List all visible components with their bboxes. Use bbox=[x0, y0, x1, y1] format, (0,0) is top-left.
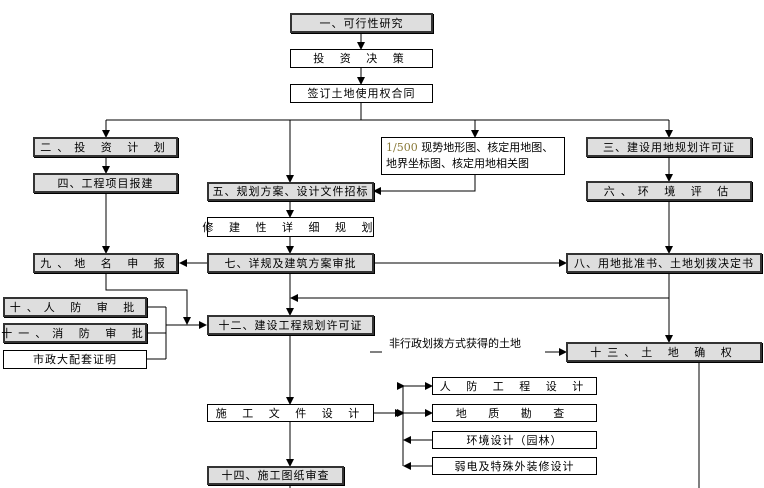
non-admin-land-label: 非行政划拨方式获得的土地 bbox=[387, 335, 523, 351]
step-weak-current-design: 弱电及特殊外装修设计 bbox=[432, 457, 597, 475]
survey-maps-text: 现势地形图、核定用地图、地界坐标图、核定用地相关图 bbox=[386, 141, 554, 170]
arrow-s9-to-merge bbox=[105, 273, 191, 325]
step-fire-approval: 十一、消 防 审 批 bbox=[1, 323, 147, 343]
step-investment-decision: 投 资 决 策 bbox=[290, 49, 433, 68]
step-drawing-review: 十四、施工图纸审查 bbox=[207, 466, 344, 485]
step-detailed-plan: 修 建 性 详 细 规 划 bbox=[203, 217, 374, 237]
step-investment-plan: 二、投 资 计 划 bbox=[33, 137, 178, 157]
step-municipal-certificate: 市政大配套证明 bbox=[3, 350, 147, 369]
step-land-use-contract: 签订土地使用权合同 bbox=[290, 84, 433, 103]
step-land-planning-permit: 三、建设用地规划许可证 bbox=[586, 137, 752, 157]
step-environmental-assessment: 六、环 境 评 估 bbox=[586, 181, 752, 201]
step-project-registration: 四、工程项目报建 bbox=[33, 173, 178, 193]
step-civil-defense-approval: 十、人 防 审 批 bbox=[3, 297, 147, 317]
step-survey-maps: 1/500 现势地形图、核定用地图、地界坐标图、核定用地相关图 bbox=[381, 137, 565, 175]
step-geological-survey: 地 质 勘 查 bbox=[432, 404, 597, 422]
step-landscape-design: 环境设计（园林） bbox=[432, 431, 597, 449]
arrow-survey-to-s5 bbox=[373, 175, 476, 195]
step-construction-planning-permit: 十二、建设工程规划许可证 bbox=[207, 315, 374, 335]
step-place-name-registration: 九、地 名 申 报 bbox=[33, 253, 178, 273]
step-design-tender: 五、规划方案、设计文件招标 bbox=[207, 182, 374, 201]
step-land-approval: 八、用地批准书、土地划拨决定书 bbox=[566, 253, 762, 273]
step-plan-approval: 七、详规及建筑方案审批 bbox=[207, 253, 374, 273]
step-civil-defense-design: 人 防 工 程 设 计 bbox=[432, 377, 597, 395]
step-feasibility-study: 一、可行性研究 bbox=[290, 13, 433, 33]
map-scale: 1/500 bbox=[386, 141, 418, 154]
step-land-title-confirmation: 十三、土 地 确 权 bbox=[566, 342, 762, 362]
step-construction-design: 施 工 文 件 设 计 bbox=[207, 404, 374, 422]
